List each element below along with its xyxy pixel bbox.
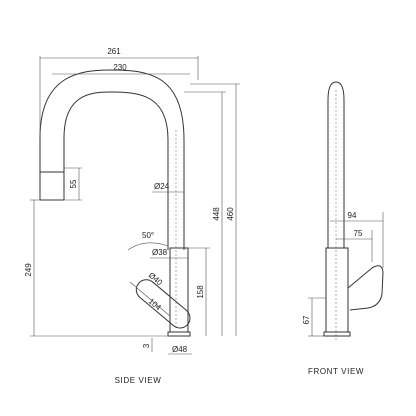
dim-overall-height: 460: [226, 207, 235, 221]
side-view: 261 230 55 Ø24 50° Ø38 Ø40 104 158 448 4: [24, 47, 240, 385]
dim-height-to-outlet: 249: [24, 263, 33, 277]
dim-overall-reach: 261: [107, 47, 121, 56]
spout-outline-outer: [39, 69, 185, 250]
dim-body-diameter: Ø38: [152, 248, 168, 257]
front-spout: [327, 81, 345, 248]
dim-body-height: 158: [196, 285, 205, 299]
dim-line-handle-length: [129, 281, 171, 317]
tap-body: [169, 247, 189, 333]
dim-handle-length: 104: [147, 297, 163, 313]
front-base: [323, 331, 351, 337]
tap-base: [167, 331, 191, 337]
dim-spout-diameter: Ø24: [154, 182, 170, 191]
dim-front-body-reach: 75: [354, 229, 363, 238]
dim-spout-height: 448: [212, 207, 221, 221]
dim-arc-lever-angle: [127, 242, 169, 251]
dim-spray-head-length: 55: [69, 179, 78, 188]
spout-outline-inner: [63, 91, 169, 250]
dim-spout-reach: 230: [113, 63, 127, 72]
front-view: 94 75 67 FRONT VIEW: [302, 81, 384, 376]
dim-front-handle-reach: 94: [348, 211, 357, 220]
dim-front-lever-height: 67: [302, 315, 311, 324]
front-lever: [347, 265, 384, 311]
dim-base-diameter: Ø48: [172, 345, 188, 354]
dim-lever-angle: 50°: [142, 231, 154, 240]
side-view-caption: SIDE VIEW: [115, 376, 162, 385]
lever-handle: [135, 279, 191, 329]
dim-base-gap: 3: [142, 343, 151, 348]
front-view-caption: FRONT VIEW: [308, 367, 364, 376]
front-body: [325, 247, 349, 333]
